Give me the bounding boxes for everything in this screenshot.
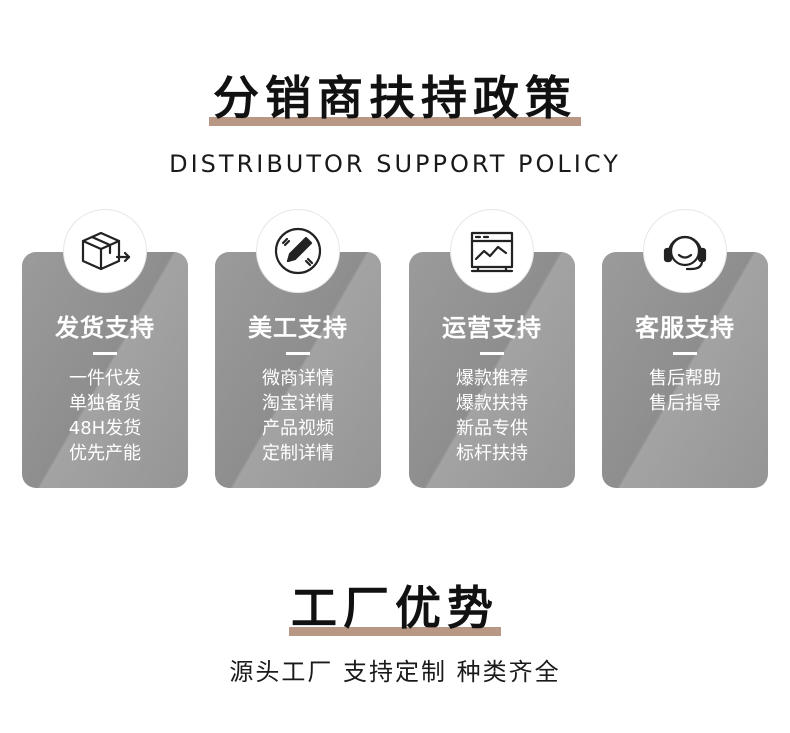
- card-customer-service-support: 客服支持 售后帮助 售后指导: [602, 210, 768, 488]
- card-divider: [480, 352, 504, 355]
- factory-subtitle: 源头工厂 支持定制 种类齐全: [229, 658, 561, 686]
- card-items: 一件代发 单独备货 48H发货 优先产能: [22, 366, 188, 466]
- factory-title-section: 工厂优势: [0, 572, 790, 638]
- card-items: 微商详情 淘宝详情 产品视频 定制详情: [215, 366, 381, 466]
- pencil-design-icon: [257, 210, 339, 292]
- card-item: 售后指导: [649, 393, 721, 414]
- box-shipping-icon: [64, 210, 146, 292]
- card-shipping-support: 发货支持 一件代发 单独备货 48H发货 优先产能: [22, 210, 188, 488]
- headset-icon: [644, 210, 726, 292]
- policy-title-underline: [209, 117, 581, 126]
- card-item: 优先产能: [69, 443, 141, 464]
- policy-subtitle: DISTRIBUTOR SUPPORT POLICY: [169, 150, 621, 178]
- card-divider: [286, 352, 310, 355]
- factory-title: 工厂优势: [291, 581, 499, 635]
- card-item: 淘宝详情: [262, 393, 334, 414]
- factory-title-underline: [289, 627, 501, 636]
- factory-title-wrap: 工厂优势: [289, 572, 501, 638]
- card-divider: [93, 352, 117, 355]
- card-title: 客服支持: [635, 314, 735, 342]
- card-item: 定制详情: [262, 443, 334, 464]
- card-item: 爆款扶持: [456, 393, 528, 414]
- card-operations-support: 运营支持 爆款推荐 爆款扶持 新品专供 标杆扶持: [409, 210, 575, 488]
- card-title: 发货支持: [55, 314, 155, 342]
- card-item: 单独备货: [69, 393, 141, 414]
- card-design-support: 美工支持 微商详情 淘宝详情 产品视频 定制详情: [215, 210, 381, 488]
- card-item: 标杆扶持: [456, 443, 528, 464]
- card-item: 爆款推荐: [456, 368, 528, 389]
- card-items: 爆款推荐 爆款扶持 新品专供 标杆扶持: [409, 366, 575, 466]
- card-items: 售后帮助 售后指导: [602, 366, 768, 416]
- card-title: 运营支持: [442, 314, 542, 342]
- card-item: 微商详情: [262, 368, 334, 389]
- card-item: 新品专供: [456, 418, 528, 439]
- card-item: 一件代发: [69, 368, 141, 389]
- card-item: 48H发货: [68, 418, 142, 439]
- support-cards: 发货支持 一件代发 单独备货 48H发货 优先产能 美工支持 微商详情 淘宝详情…: [22, 210, 768, 488]
- card-item: 产品视频: [262, 418, 334, 439]
- card-divider: [673, 352, 697, 355]
- card-item: 售后帮助: [649, 368, 721, 389]
- policy-title-wrap: 分销商扶持政策: [209, 62, 581, 128]
- card-title: 美工支持: [248, 314, 348, 342]
- chart-board-icon: [451, 210, 533, 292]
- policy-title-section: 分销商扶持政策: [0, 62, 790, 128]
- policy-title: 分销商扶持政策: [213, 71, 577, 125]
